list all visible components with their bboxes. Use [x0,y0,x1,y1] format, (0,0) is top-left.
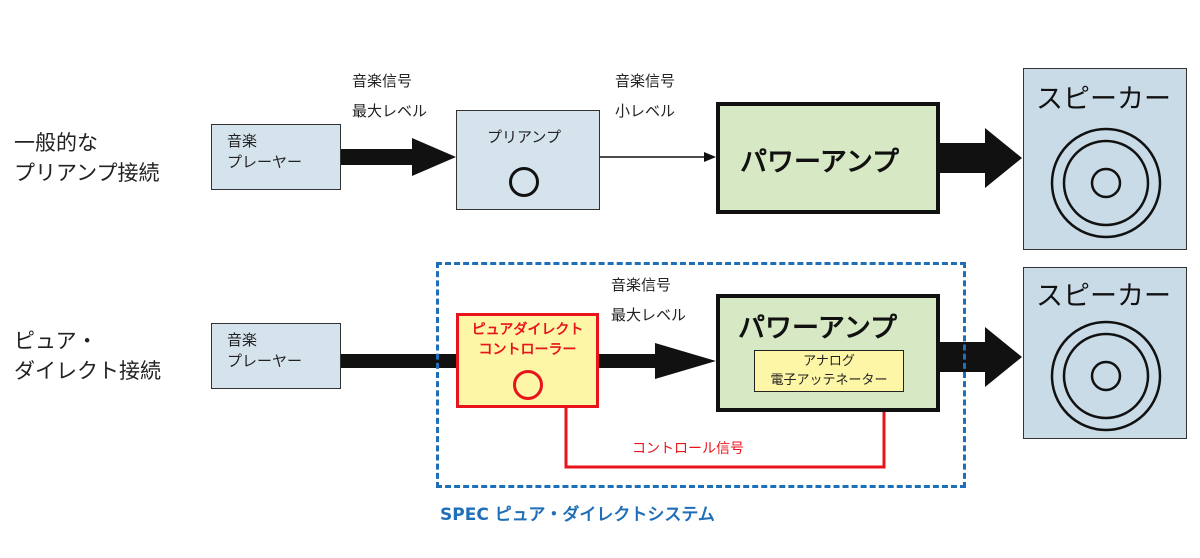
control-signal-label: コントロール信号 [632,441,744,457]
power-amp-box-1: パワーアンプ [716,102,940,214]
signal-label-line2: 小レベル [615,102,676,120]
analog-attenuator-box: アナログ 電子アッテネーター [754,350,904,392]
system-caption: SPEC ピュア・ダイレクトシステム [440,505,715,525]
preamp-box: プリアンプ [456,110,600,210]
signal-label-max-1: 音楽信号 最大レベル [352,66,427,126]
pure-direct-controller-box: ピュアダイレクト コントローラー [456,313,599,408]
row-label-general: 一般的な プリアンプ接続 [14,128,160,188]
row-label-general-line2: プリアンプ接続 [14,161,160,185]
signal-label-small: 音楽信号 小レベル [615,66,675,126]
row-label-pure-direct: ピュア・ ダイレクト接続 [14,326,161,386]
power-amp-box-2: パワーアンプ アナログ 電子アッテネーター [716,294,940,412]
speaker-box-2: スピーカー [1023,267,1187,439]
power-amp-label: パワーアンプ [738,313,898,344]
speaker-label: スピーカー [1036,281,1171,312]
arrow-player-to-controller [341,354,457,368]
power-amp-label: パワーアンプ [740,147,900,178]
arrow-preamp-to-poweramp [600,152,716,162]
player-label-line1: 音楽 [227,331,258,349]
music-player-box-1: 音楽 プレーヤー [211,124,341,190]
pure-direct-system-boundary [436,262,966,488]
attenuator-label-line2: 電子アッテネーター [770,373,888,388]
preamp-label: プリアンプ [487,128,561,146]
volume-knob-icon [509,167,539,197]
arrow-player-to-preamp [341,138,456,176]
signal-label-line1: 音楽信号 [611,276,672,294]
arrow-controller-to-poweramp [599,343,716,379]
player-label-line2: プレーヤー [227,352,303,370]
attenuator-label-line1: アナログ [803,354,855,369]
signal-label-line1: 音楽信号 [352,72,413,90]
signal-label-line2: 最大レベル [611,306,687,324]
arrow-poweramp-to-speaker-1 [940,128,1022,188]
signal-label-line1: 音楽信号 [615,72,676,90]
player-label-line1: 音楽 [227,132,258,150]
row-label-general-line1: 一般的な [14,131,98,155]
speaker-box-1: スピーカー [1023,68,1187,250]
volume-knob-icon [513,370,543,400]
speaker-label: スピーカー [1036,84,1171,115]
signal-label-line2: 最大レベル [352,102,428,120]
signal-label-max-2: 音楽信号 最大レベル [611,270,686,330]
controller-label-line2: コントローラー [478,342,577,358]
controller-label-line1: ピュアダイレクト [471,322,584,338]
speaker-cone-icon [1050,127,1162,239]
music-player-box-2: 音楽 プレーヤー [211,323,341,389]
row-label-pure-direct-line1: ピュア・ [14,329,98,353]
speaker-cone-icon [1050,320,1162,432]
player-label-line2: プレーヤー [227,153,303,171]
row-label-pure-direct-line2: ダイレクト接続 [14,359,161,383]
